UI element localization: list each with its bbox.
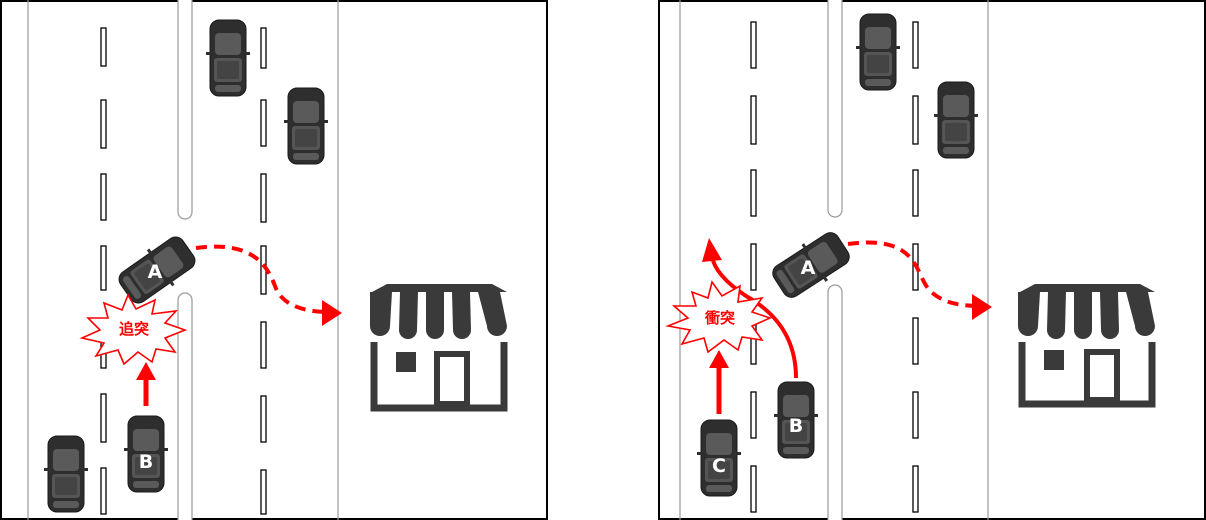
car-icon: [855, 13, 901, 91]
lane-markings-left: [100, 27, 107, 515]
car-icon: [205, 19, 251, 97]
median-upper: [177, 0, 193, 220]
car-icon: [43, 435, 89, 513]
car-label-a: A: [801, 257, 816, 279]
collision-label: 追突: [119, 320, 149, 338]
collision-burst-icon: [79, 293, 188, 366]
median-upper: [827, 0, 843, 218]
car-label-c: C: [712, 455, 726, 477]
panel-frame: [658, 0, 1206, 520]
scenario-panel-left: A 追突 B: [0, 0, 548, 520]
car-label-b: B: [789, 415, 803, 437]
arrow-icon: [709, 350, 729, 368]
lane-change-arrow: [710, 255, 798, 379]
car-icon: [933, 81, 979, 159]
arrow-icon: [972, 294, 992, 320]
median-lower: [177, 292, 193, 520]
median-lower: [827, 284, 843, 520]
scenario-left-diagram: A 追突 B: [0, 0, 548, 520]
lane-markings-left: [750, 21, 757, 513]
turn-path-arrow: [195, 244, 331, 314]
arrow-icon: [136, 362, 156, 380]
arrow-icon: [322, 300, 342, 326]
car-label-b: B: [139, 451, 153, 473]
collision-label: 衝突: [704, 309, 735, 327]
car-label-a: A: [148, 261, 163, 283]
store-icon: [370, 284, 508, 412]
store-icon: [1018, 284, 1156, 408]
turn-path-arrow: [847, 240, 981, 308]
lane-markings-right: [260, 27, 267, 515]
car-icon: [283, 87, 329, 165]
collision-burst-icon: [665, 280, 773, 354]
arrow-icon: [702, 238, 722, 262]
scenario-right-diagram: A 衝突 B C: [658, 0, 1206, 520]
panel-frame: [0, 0, 548, 520]
scenario-panel-right: A 衝突 B C: [658, 0, 1206, 520]
